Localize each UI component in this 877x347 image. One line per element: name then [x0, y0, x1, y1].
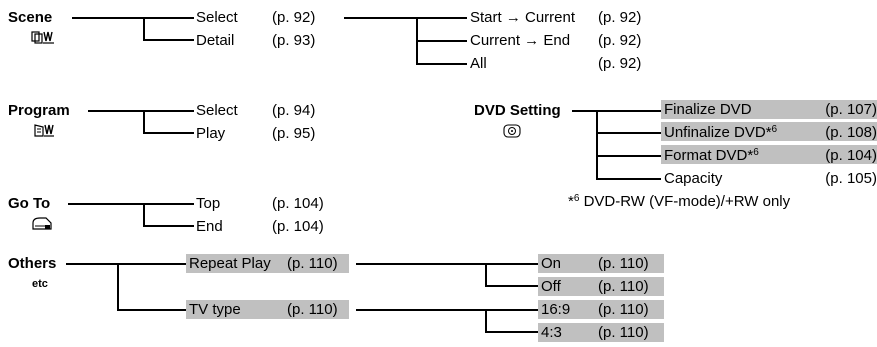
highlight-unfinalize-dvd — [661, 122, 877, 141]
tv-option-label: 4:3 — [541, 324, 562, 341]
scene-sub-label: Start → Current — [470, 9, 576, 26]
dvd-setting-title: DVD Setting — [474, 102, 561, 119]
scene-sub-page: (p. 92) — [598, 32, 642, 49]
connector-line — [143, 39, 194, 41]
connector-line — [485, 285, 538, 287]
connector-line — [416, 40, 467, 42]
dvd-setting-item-page: (p. 107) — [825, 101, 877, 118]
others-item-label: TV type — [189, 301, 241, 318]
program-title: Program — [8, 102, 70, 119]
highlight-option-169 — [538, 300, 664, 319]
connector-line — [88, 110, 194, 112]
scene-title: Scene — [8, 9, 53, 26]
program-icon — [34, 124, 54, 137]
program-item-label: Select — [196, 102, 238, 119]
program-item-page: (p. 95) — [272, 125, 316, 142]
connector-line — [356, 263, 538, 265]
dvd-setting-item-page: (p. 105) — [825, 170, 877, 187]
scene-item-label: Select — [196, 9, 238, 26]
dvd-setting-item-page: (p. 108) — [825, 124, 877, 141]
highlight-option-43 — [538, 323, 664, 342]
connector-line — [68, 203, 194, 205]
dvd-setting-item-label: Capacity — [664, 170, 723, 187]
scene-sub-page: (p. 92) — [598, 9, 642, 26]
footnote-ref: 6 — [753, 147, 759, 158]
scene-sub-page: (p. 92) — [598, 55, 642, 72]
others-item-page: (p. 110) — [287, 301, 338, 318]
goto-item-label: Top — [196, 195, 221, 212]
connector-line — [117, 309, 186, 311]
connector-line — [143, 132, 194, 134]
tv-option-label: 16:9 — [541, 301, 571, 318]
scene-icon — [31, 31, 54, 44]
connector-line — [143, 17, 145, 41]
scene-sub-label: All — [470, 55, 487, 72]
others-item-label: Repeat Play — [189, 255, 271, 272]
dvd-setting-item-label: Finalize DVD — [664, 101, 752, 118]
scene-item-page: (p. 93) — [272, 32, 316, 49]
connector-line — [596, 155, 661, 157]
dvd-disc-icon — [503, 124, 521, 138]
goto-icon — [32, 217, 52, 230]
repeat-option-label: Off — [541, 278, 561, 295]
scene-item-label: Detail — [196, 32, 235, 49]
others-etc-icon: etc — [32, 278, 48, 290]
connector-line — [66, 263, 186, 265]
dvd-setting-item-page: (p. 104) — [825, 147, 877, 164]
connector-line — [143, 110, 145, 134]
repeat-option-label: On — [541, 255, 562, 272]
dvd-setting-item-label: Format DVD*6 — [664, 147, 759, 164]
connector-line — [596, 178, 661, 180]
goto-item-page: (p. 104) — [272, 218, 324, 235]
connector-line — [72, 17, 194, 19]
repeat-option-page: (p. 110) — [598, 255, 649, 272]
connector-line — [344, 17, 467, 19]
highlight-option-on — [538, 254, 664, 273]
tv-option-page: (p. 110) — [598, 301, 649, 318]
connector-line — [143, 225, 194, 227]
connector-line — [596, 132, 661, 134]
highlight-repeat-play — [186, 254, 349, 273]
goto-item-label: End — [196, 218, 223, 235]
highlight-tv-type — [186, 300, 349, 319]
dvd-setting-footnote: *6 DVD-RW (VF-mode)/+RW only — [568, 193, 791, 210]
repeat-option-page: (p. 110) — [598, 278, 649, 295]
connector-line — [416, 63, 467, 65]
scene-item-page: (p. 92) — [272, 9, 316, 26]
goto-item-page: (p. 104) — [272, 195, 324, 212]
connector-line — [117, 263, 119, 311]
tv-option-page: (p. 110) — [598, 324, 649, 341]
connector-line — [596, 110, 598, 180]
others-title: Others — [8, 255, 57, 272]
connector-line — [485, 331, 538, 333]
connector-line — [485, 263, 487, 287]
others-item-page: (p. 110) — [287, 255, 338, 272]
highlight-finalize-dvd — [661, 100, 877, 119]
connector-line — [143, 203, 145, 227]
program-item-label: Play — [196, 125, 226, 142]
footnote-ref: 6 — [771, 124, 778, 135]
goto-title: Go To — [8, 195, 51, 212]
connector-line — [356, 309, 538, 311]
program-item-page: (p. 94) — [272, 102, 316, 119]
highlight-format-dvd — [661, 145, 877, 164]
highlight-option-off — [538, 277, 664, 296]
connector-line — [572, 110, 661, 112]
scene-sub-label: Current → End — [470, 32, 571, 49]
dvd-setting-item-label: Unfinalize DVD*6 — [664, 124, 778, 141]
connector-line — [485, 309, 487, 333]
